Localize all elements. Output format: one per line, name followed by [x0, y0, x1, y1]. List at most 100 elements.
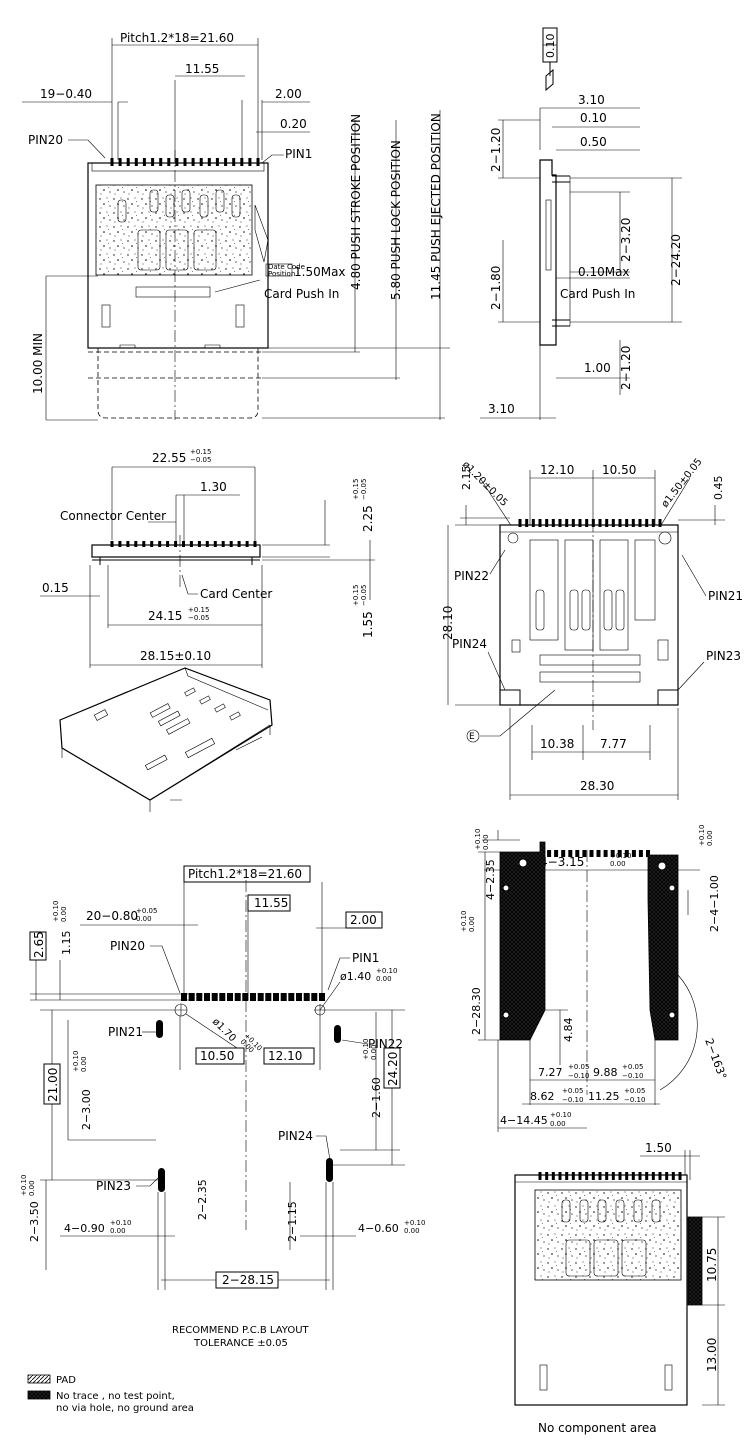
dim-0-10: 0.10: [580, 111, 607, 125]
dim-0-10-max: 0.10Max: [578, 265, 630, 279]
pin-contact: [250, 993, 256, 1001]
pin-contact: [538, 1172, 542, 1180]
pcb-pin1: PIN1: [352, 951, 379, 965]
pcb-dim-1-15: 1.15: [60, 931, 73, 956]
pcb-slot-pin22: [334, 1025, 341, 1043]
pin-contact: [158, 541, 162, 547]
pin-contact: [256, 158, 260, 166]
pin-contact: [234, 993, 241, 1001]
pcb-dim-2-350: 2−3.50: [28, 1201, 41, 1242]
pin-contact: [565, 1172, 569, 1180]
dim-1-30: 1.30: [200, 480, 227, 494]
pin-contact: [227, 993, 233, 1001]
date-code-label: Date Code: [268, 263, 305, 271]
pin-contact: [265, 993, 272, 1001]
pcb-tol-2-300-lo: 0.00: [80, 1056, 88, 1072]
pin-contact: [631, 850, 636, 857]
ko-tol-2-2830-hi: +0.10: [460, 911, 468, 932]
pcb-tol-2-300-hi: +0.10: [72, 1051, 80, 1072]
pin-contact: [645, 519, 649, 527]
dim-2-120-bottom: 2−1.20: [619, 346, 633, 390]
legend-pad-label: PAD: [56, 1375, 76, 1386]
pin-contact: [585, 1172, 589, 1180]
pin-contact: [242, 993, 249, 1001]
pin-contact: [288, 993, 295, 1001]
pin-contact: [110, 158, 114, 166]
ko-dim-4-1445: 4−14.45: [500, 1114, 548, 1127]
ko-tol-9-88-hi: +0.05: [622, 1063, 643, 1071]
pin-contact: [561, 850, 566, 857]
push-stroke-label: 4.80 PUSH STROKE POSITION: [349, 114, 363, 290]
pin-contact: [611, 1172, 615, 1180]
ko-tol-4-235-lo: 0.00: [482, 834, 490, 850]
pin-contact: [175, 158, 179, 166]
pcb-dim-2-160: 2−1.60: [370, 1077, 383, 1118]
pcb-slot-pin21: [156, 1020, 163, 1038]
dim-3-10-bottom: 3.10: [488, 402, 515, 416]
connector-center-label: Connector Center: [60, 509, 166, 523]
pin-contact: [525, 519, 529, 527]
pin-contact: [638, 1172, 642, 1180]
front-view: 22.55 +0.15 −0.05 1.30 Connector Center …: [40, 448, 375, 668]
pin-contact: [611, 519, 615, 527]
ko-tol-9-88-lo: −0.10: [622, 1072, 643, 1080]
pin1-label: PIN1: [285, 147, 312, 161]
ko-tol-4-235-hi: +0.10: [474, 829, 482, 850]
pin-contact: [551, 1172, 555, 1180]
tol-1-55-hi: +0.15: [352, 585, 360, 606]
dim-2-120-top: 2−1.20: [489, 128, 503, 172]
pin-contact: [213, 541, 217, 547]
nc-speckled-area: [534, 1189, 682, 1281]
recommend-layout-title: RECOMMEND P.C.B LAYOUT: [172, 1325, 310, 1336]
pin-contact: [585, 519, 589, 527]
pin-contact: [126, 158, 130, 166]
ko-dim-8-62: 8.62: [530, 1090, 555, 1103]
ko-tol-4-1445-lo: 0.00: [550, 1120, 566, 1128]
dim-0-15: 0.15: [42, 581, 69, 595]
pin-contact: [618, 1172, 622, 1180]
ko-tol-4-1445-hi: +0.10: [550, 1111, 571, 1119]
pin-contact: [150, 541, 154, 547]
pin-contact: [280, 993, 287, 1001]
pin-contact: [296, 993, 302, 1001]
pin-contact: [625, 1172, 629, 1180]
pin-contact: [273, 993, 279, 1001]
pcb-tol-1-40-hi: +0.10: [376, 967, 397, 975]
ko-tol-7-27-lo: −0.10: [568, 1072, 589, 1080]
pin-contact: [196, 993, 203, 1001]
pcb-pin23: PIN23: [96, 1179, 131, 1193]
pcb-dim-4-060: 4−0.60: [358, 1222, 399, 1235]
pin-contact: [638, 850, 643, 857]
dim-7-77: 7.77: [600, 737, 627, 751]
pin-contact: [631, 1172, 635, 1180]
nc-dim-10-75: 10.75: [705, 1248, 719, 1282]
pin-contact: [219, 993, 226, 1001]
pin-contact: [221, 541, 225, 547]
side-view: 0.10 3.10 0.10 0.50 2−1.20 2−1.80 2−3.20…: [480, 27, 683, 420]
pin-contact: [197, 541, 201, 547]
pcb-tol-4-060-lo: 0.00: [404, 1227, 420, 1235]
dim-2-320: 2−3.20: [619, 218, 633, 262]
pin-contact: [671, 1172, 675, 1180]
ko-dim-7-27: 7.27: [538, 1066, 563, 1079]
pin-contact: [678, 1172, 682, 1180]
legend-keepout-swatch: [27, 1390, 51, 1400]
pin-contact: [625, 519, 629, 527]
pin-contact: [646, 850, 650, 857]
dim-2-15: 2.15: [460, 466, 473, 491]
nc-caption: No component area: [538, 1421, 657, 1435]
dim-2-180: 2−1.80: [489, 266, 503, 310]
pcb-tol-20-080-hi: +0.05: [136, 907, 157, 915]
pin-contact: [518, 519, 522, 527]
pcb-pin21: PIN21: [108, 1025, 143, 1039]
nc-pin-row: [538, 1172, 682, 1180]
pin-contact: [538, 519, 542, 527]
pcb-tol-4-090-lo: 0.00: [110, 1227, 126, 1235]
pin-contact: [207, 158, 211, 166]
pcb-tol-4-060-hi: +0.10: [404, 1219, 425, 1227]
pin-contact: [578, 519, 582, 527]
pin-contact: [554, 850, 559, 857]
pin-contact: [565, 519, 569, 527]
pin-contact: [183, 158, 187, 166]
isometric-view: [59, 667, 273, 812]
